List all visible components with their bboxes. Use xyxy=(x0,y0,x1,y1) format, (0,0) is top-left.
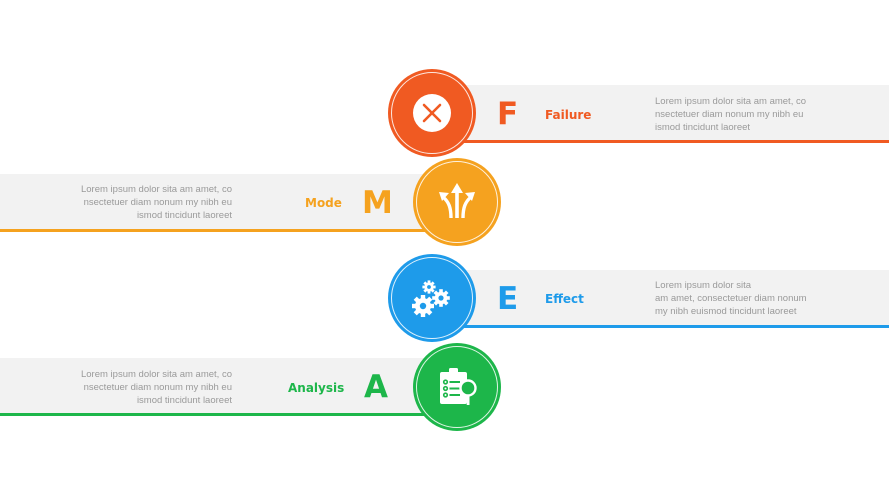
analysis-label: Analysis xyxy=(288,381,345,395)
split-arrows-icon xyxy=(439,183,475,219)
effect-letter: E xyxy=(497,281,519,317)
analysis-circle xyxy=(413,343,501,431)
failure-description: Lorem ipsum dolor sita am amet, co nsect… xyxy=(655,96,807,133)
clipboard-search-icon xyxy=(440,368,477,405)
mode-letter: M xyxy=(362,185,393,221)
failure-circle xyxy=(388,69,476,157)
analysis-description: Lorem ipsum dolor sita am amet, co nsect… xyxy=(80,369,232,406)
effect-circle xyxy=(388,254,476,342)
analysis-bar xyxy=(0,358,450,416)
analysis-letter: A xyxy=(364,369,388,405)
effect-bar xyxy=(440,270,889,328)
close-x-icon xyxy=(413,94,451,132)
mode-bar xyxy=(0,174,450,232)
failure-label: Failure xyxy=(545,108,592,122)
mode-description: Lorem ipsum dolor sita am amet, co nsect… xyxy=(80,184,232,221)
failure-letter: F xyxy=(497,96,519,132)
gears-icon xyxy=(412,280,450,317)
mode-label: Mode xyxy=(305,196,342,210)
failure-bar xyxy=(440,85,889,143)
effect-label: Effect xyxy=(545,292,584,306)
mode-circle xyxy=(413,158,501,246)
effect-description: Lorem ipsum dolor sita am amet, consecte… xyxy=(655,280,807,317)
